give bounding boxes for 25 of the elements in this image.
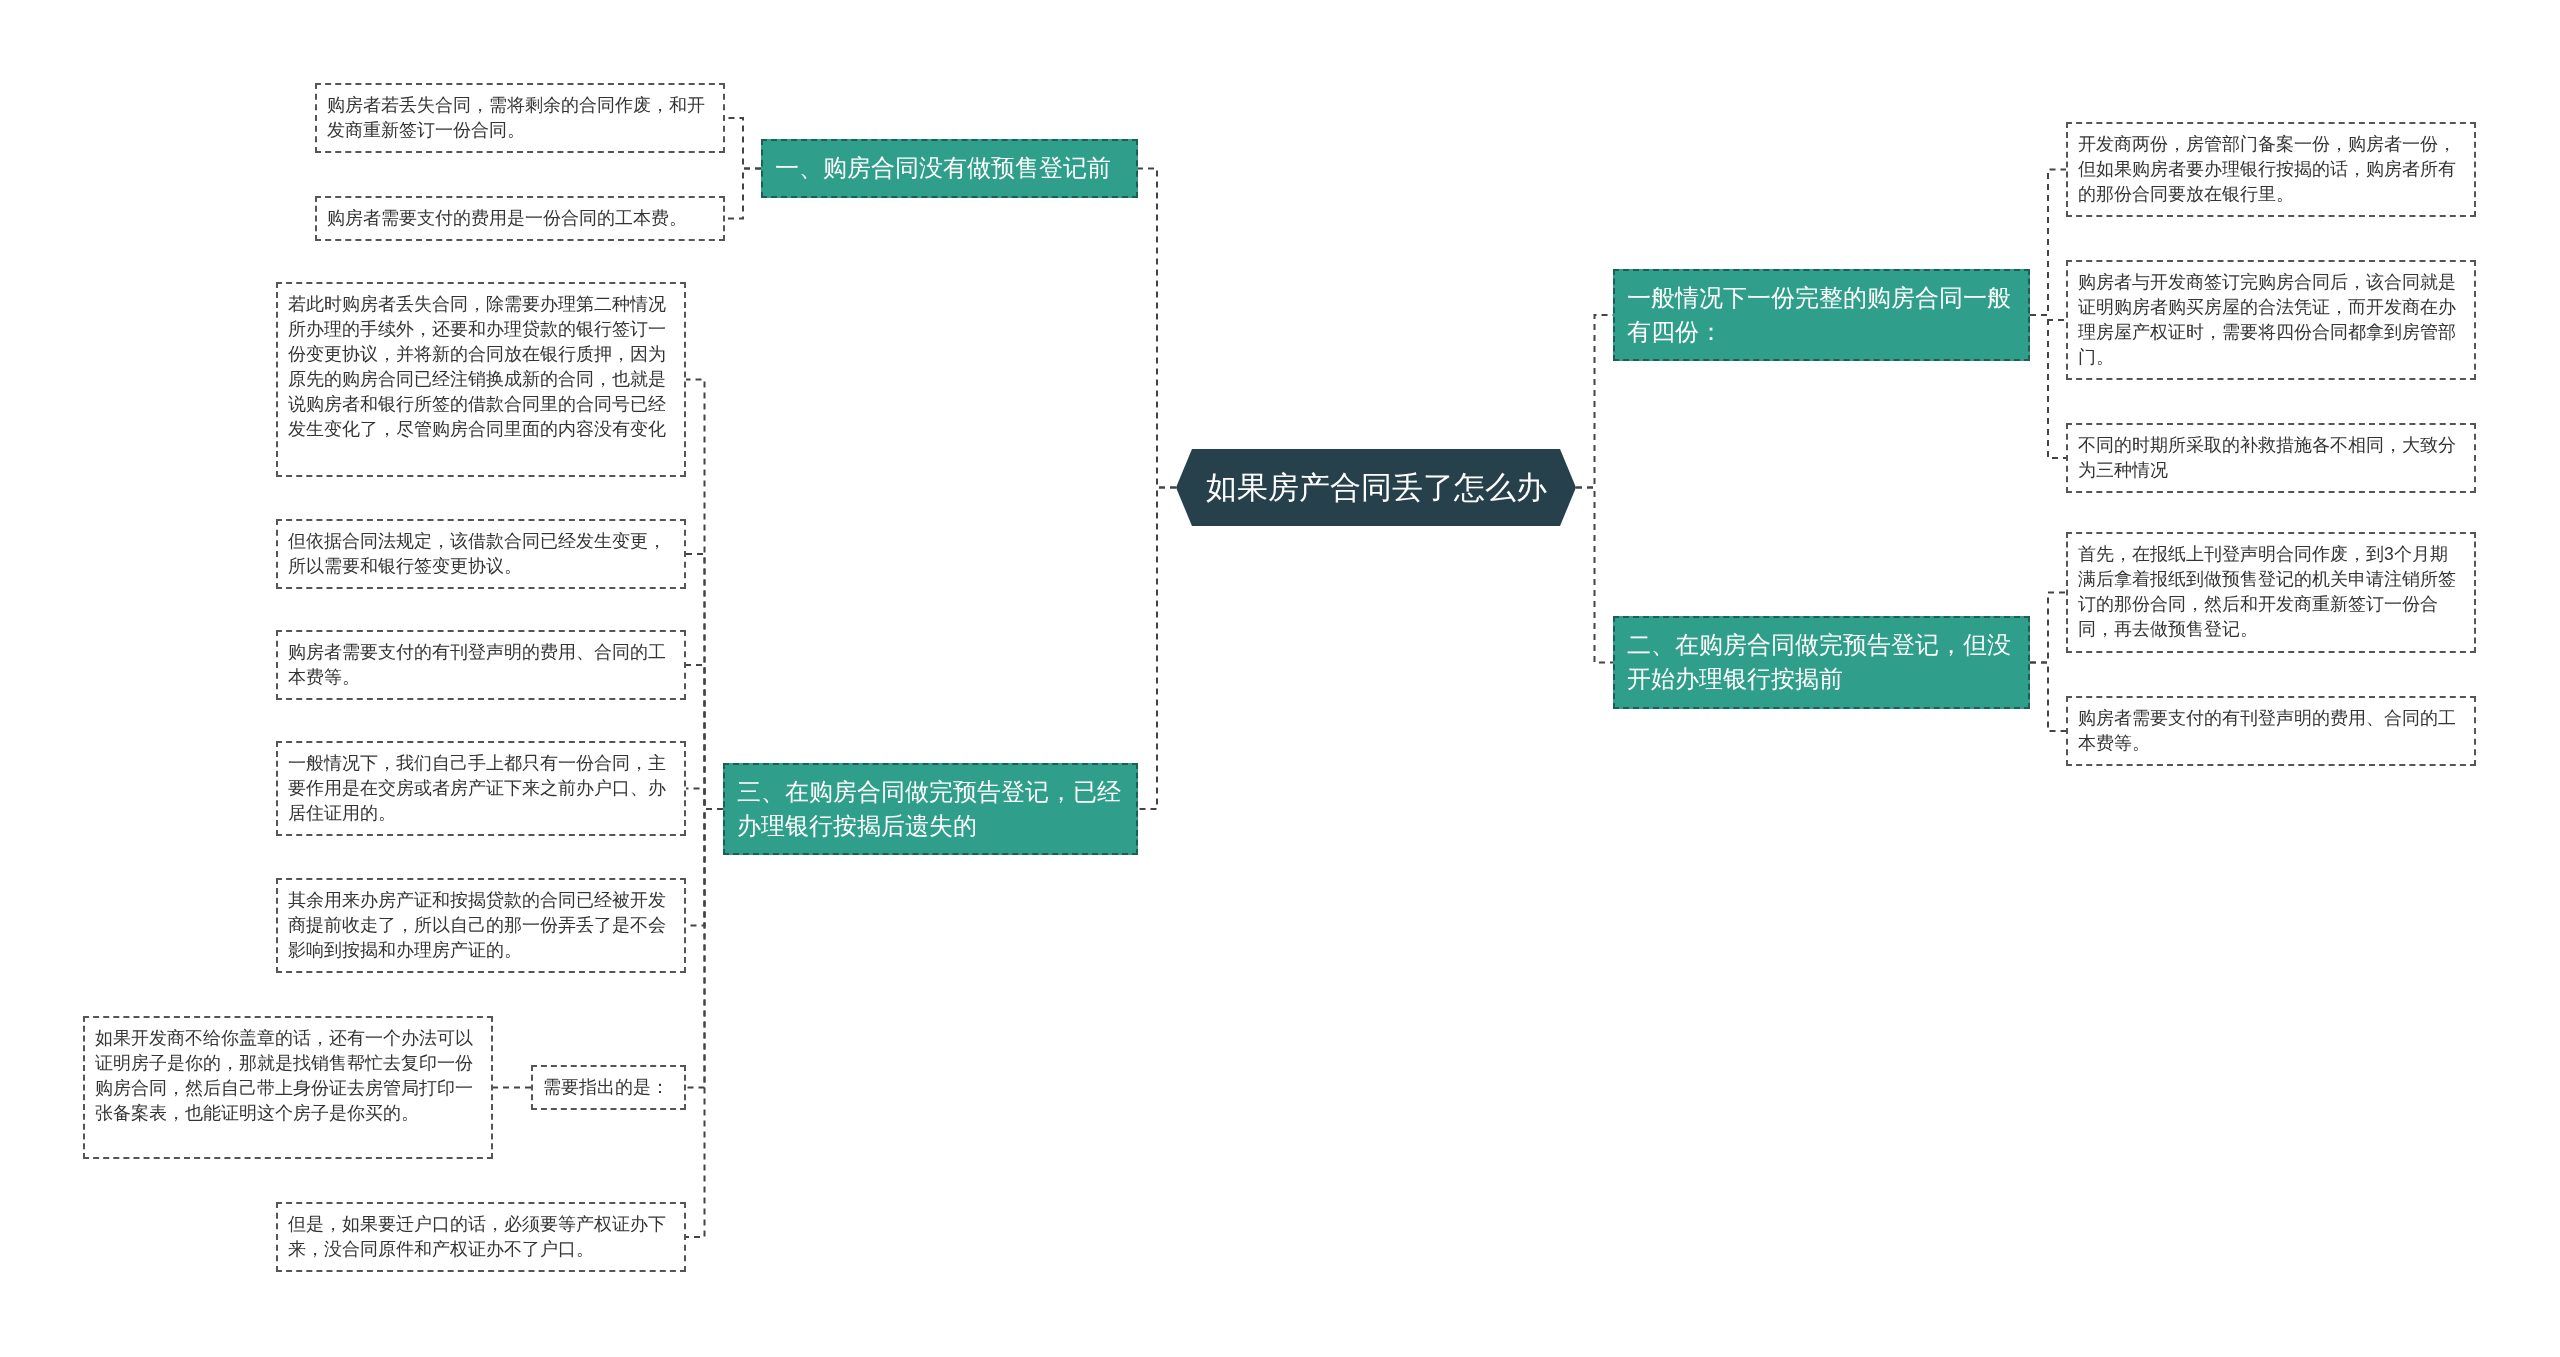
note-card: 购房者需要支付的有刊登声明的费用、合同的工本费等。 — [2066, 696, 2476, 766]
note-card: 购房者与开发商签订完购房合同后，该合同就是证明购房者购买房屋的合法凭证，而开发商在办理房屋产权证时，需要将四份合同都拿到房管部门。 — [2066, 260, 2476, 380]
note-card: 但是，如果要迁户口的话，必须要等产权证办下来，没合同原件和产权证办不了户口。 — [276, 1202, 686, 1272]
connector-line — [2029, 661, 2067, 732]
note-card: 开发商两份，房管部门备案一份，购房者一份，但如果购房者要办理银行按揭的话，购房者所有的那份合同要放在银行里。 — [2066, 122, 2476, 217]
topic-card: 二、在购房合同做完预告登记，但没开始办理银行按揭前 — [1613, 616, 2030, 709]
note-card: 如果开发商不给你盖章的话，还有一个办法可以证明房子是你的，那就是找销售帮忙去复印一份购房合同，然后自己带上身份证去房管局打印一张备案表，也能证明这个房子是你买的。 — [83, 1016, 493, 1159]
note-card: 购房者若丢失合同，需将剩余的合同作废，和开发商重新签订一份合同。 — [315, 83, 725, 153]
note-card: 不同的时期所采取的补救措施各不相同，大致分为三种情况 — [2066, 423, 2476, 493]
connector-line — [1137, 486, 1177, 810]
note-card: 首先，在报纸上刊登声明合同作废，到3个月期满后拿着报纸到做预售登记的机关申请注销所签订的那份合同，然后和开发商重新签订一份合同，再去做预售登记。 — [2066, 532, 2476, 653]
connector-line — [2029, 314, 2067, 459]
connector-line — [492, 1086, 532, 1089]
note-card: 其余用来办房产证和按揭贷款的合同已经被开发商提前收走了，所以自己的那一份弄丢了是不会影响到按揭和办理房产证的。 — [276, 878, 686, 973]
note-card: 若此时购房者丢失合同，除需要办理第二种情况所办理的手续外，还要和办理贷款的银行签订一份变更协议，并将新的合同放在银行质押，因为原先的购房合同已经注销换成新的合同，也就是说购房者和银行所签的借款合同里的合同号已经发生变化了，尽管购房合同里面的内容没有变化 — [276, 282, 686, 477]
note-card: 但依据合同法规定，该借款合同已经发生变更，所以需要和银行签变更协议。 — [276, 519, 686, 589]
note-card: 需要指出的是： — [531, 1065, 686, 1110]
connector-line — [1575, 486, 1614, 664]
topic-card: 三、在购房合同做完预告登记，已经办理银行按揭后遗失的 — [723, 763, 1138, 855]
note-card: 购房者需要支付的有刊登声明的费用、合同的工本费等。 — [276, 630, 686, 700]
topic-card: 一般情况下一份完整的购房合同一般有四份： — [1613, 269, 2030, 361]
note-card: 购房者需要支付的费用是一份合同的工本费。 — [315, 196, 725, 241]
note-card: 一般情况下，我们自己手上都只有一份合同，主要作用是在交房或者房产证下来之前办户口、办居住证用的。 — [276, 741, 686, 836]
central-topic-text: 如果房产合同丢了怎么办 — [1205, 468, 1547, 507]
topic-card: 一、购房合同没有做预售登记前 — [761, 139, 1138, 198]
